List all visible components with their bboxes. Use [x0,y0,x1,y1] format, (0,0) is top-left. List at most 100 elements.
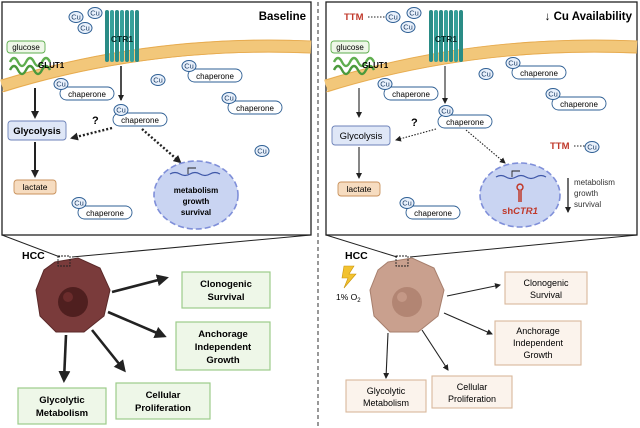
left-nucleus: metabolism growth survival [153,160,239,230]
left-outcome-clonogenic: Clonogenic Survival [181,271,271,309]
left-hcc-section: HCC Clonogenic Survival Anchorage Indepe… [17,250,271,425]
left-lactate-box [13,179,57,195]
right-zoom-line [409,234,638,258]
left-arrow-clonogenic [111,274,169,294]
right-ctr1-label: CTR1 [435,34,457,44]
svg-text:chaperone: chaperone [121,116,159,125]
right-ttm-label-cytosol: TTM [550,141,570,152]
right-panel-title: ↓ Cu Availability [545,11,633,23]
svg-text:Growth: Growth [523,350,552,360]
svg-text:Independent: Independent [195,342,252,353]
right-hcc-section: HCC 1% O2 Clonogenic Survival Anchorage … [336,250,588,413]
svg-text:Cellular: Cellular [457,382,488,392]
svg-text:Anchorage: Anchorage [198,329,248,340]
cu-chaperone: chaperone [399,197,461,220]
right-arrow-clonogenic [446,283,501,297]
right-outcome-anchorage: Anchorage Independent Growth [494,320,582,366]
svg-text:Clonogenic: Clonogenic [523,278,569,288]
right-oxygen-label: 1% O2 [336,292,361,304]
left-arrow-proliferation [90,329,126,373]
left-chaperone-to-glycolysis [70,126,113,141]
left-glycolysis-box [7,120,67,141]
right-tumor-icon [369,255,445,333]
cu-chaperone: chaperone [545,88,607,111]
right-chaperone-to-nucleus [465,129,506,164]
left-panel: Baseline CTR1 glucose GLUT1 [0,1,312,258]
left-outcome-anchorage: Anchorage Independent Growth [175,321,271,371]
svg-text:chaperone: chaperone [446,118,484,127]
svg-text:chaperone: chaperone [414,209,452,218]
svg-text:Anchorage: Anchorage [516,326,560,336]
cu-chaperone: chaperone [505,57,567,80]
right-ctr1-transporter: CTR1 [429,10,463,62]
cu-ion [68,11,84,23]
left-hcc-label: HCC [22,250,45,262]
left-glut1-transporter: glucose GLUT1 [6,40,65,76]
svg-text:Proliferation: Proliferation [135,403,191,414]
right-lactate-label: lactate [346,184,371,194]
cu-ion [77,22,93,34]
svg-text:chaperone: chaperone [236,104,274,113]
right-panel: ↓ Cu Availability TTM CTR1 glucose [324,1,638,258]
svg-text:chaperone: chaperone [196,72,234,81]
cu-chaperone: chaperone [53,78,115,101]
svg-text:Cellular: Cellular [146,390,181,401]
svg-text:Survival: Survival [530,290,562,300]
left-glucose-badge [6,40,46,54]
svg-text:Metabolism: Metabolism [363,398,409,408]
cu-chaperone: chaperone [221,92,283,115]
left-nucleus-line-2: growth [183,197,210,206]
cu-ion [254,145,270,157]
right-chaperones: chaperone chaperone chaperone chaperone [377,57,607,220]
left-cell-membrane [0,39,312,93]
left-zoom-line [1,234,61,258]
svg-text:Glycolytic: Glycolytic [39,395,84,406]
cu-chaperone: chaperone [377,78,439,101]
right-lactate-box [337,181,381,197]
cu-ion [584,141,600,153]
left-ctr1-transporter: CTR1 [105,10,139,62]
left-question-mark: ? [92,115,99,127]
svg-text:Clonogenic: Clonogenic [200,279,252,290]
left-arrow-anchorage [107,310,167,338]
left-zoom-line [71,234,312,258]
right-arrow-proliferation [421,329,449,371]
left-nucleus-line-1: metabolism [174,186,218,195]
right-ttm-label-top: TTM [344,12,364,23]
shrna-hairpin-icon [516,183,524,202]
cu-chaperone: chaperone [181,60,243,83]
right-arrow-glycolytic [383,332,390,379]
left-nucleus-line-3: survival [181,208,211,217]
right-glycolysis-label: Glycolysis [340,131,383,142]
left-ctr1-label: CTR1 [111,34,133,44]
right-cell-membrane [324,39,638,93]
svg-text:Independent: Independent [513,338,564,348]
cu-ion [406,7,422,19]
right-glucose-badge [330,40,370,54]
cu-chaperone-active: chaperone [437,105,493,129]
right-outcome-glycolytic: Glycolytic Metabolism [345,379,427,413]
right-shrna-label: shCTR1 [502,206,538,217]
left-lactate-label: lactate [22,182,47,192]
right-zoom-line [325,234,398,258]
svg-text:chaperone: chaperone [560,100,598,109]
svg-text:chaperone: chaperone [392,90,430,99]
svg-text:Growth: Growth [206,355,239,366]
right-hcc-label: HCC [345,250,368,262]
right-nucleus-line-2: growth [574,189,598,198]
cu-ion [150,74,166,86]
right-question-mark: ? [411,117,418,129]
svg-text:chaperone: chaperone [68,90,106,99]
right-glycolysis-box [331,125,391,146]
left-chaperone-to-nucleus [141,128,182,164]
right-nucleus-line-1: metabolism [574,178,615,187]
right-glucose-label: glucose [336,43,364,52]
left-tumor-icon [35,255,111,333]
left-outcome-glycolytic: Glycolytic Metabolism [17,387,107,425]
cu-ion [87,7,103,19]
svg-text:chaperone: chaperone [520,69,558,78]
cu-ion [385,11,401,23]
right-nucleus: shCTR1 [479,162,561,228]
right-glut1-transporter: glucose GLUT1 [330,40,389,76]
